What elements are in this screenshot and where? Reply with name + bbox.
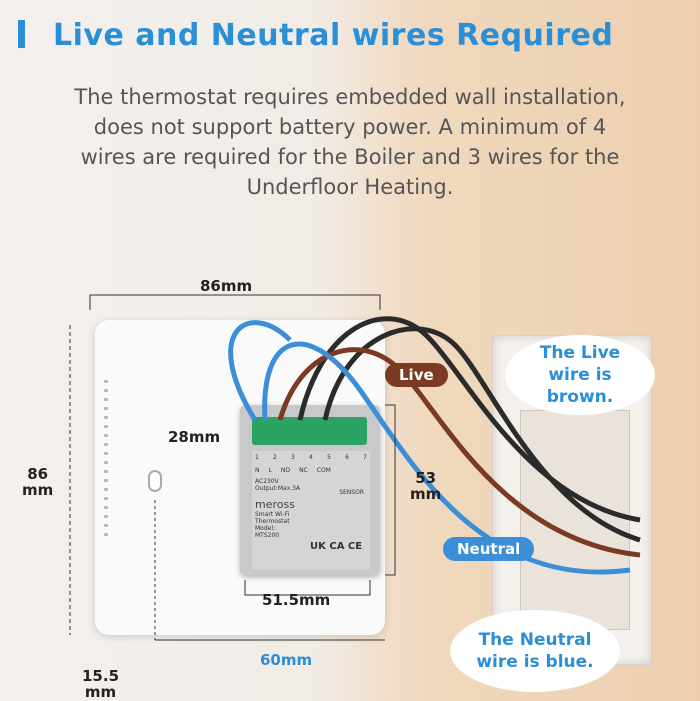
description-line: Underfloor Heating. — [246, 175, 454, 199]
rating-text: AC230V Output:Max.3A — [255, 478, 301, 492]
terminal-block — [252, 417, 367, 445]
module-width-dimension: 51.5mm — [262, 591, 331, 609]
brand-logo: meross — [255, 498, 295, 511]
title-text: Live and Neutral wires Required — [53, 18, 614, 53]
width-dimension: 86mm — [200, 277, 253, 295]
title-bar — [18, 20, 25, 48]
model-text: Model: MTS200 — [255, 525, 280, 539]
dimension-lines — [69, 294, 396, 641]
page-title: Live and Neutral wires Required — [18, 18, 613, 53]
back-width-dimension: 60mm — [260, 651, 313, 669]
description-line: does not support battery power. A minimu… — [93, 115, 607, 139]
blue-wire — [228, 320, 292, 422]
certification-marks: UK CA CE — [310, 541, 363, 552]
vent-holes — [104, 380, 108, 540]
live-wire-bubble: The Live wire is brown. — [505, 335, 655, 415]
description-line: The thermostat requires embedded wall in… — [74, 85, 626, 109]
live-tag: Live — [385, 363, 448, 387]
description-line: wires are required for the Boiler and 3 … — [80, 145, 620, 169]
product-text: Smart Wi-Fi Thermostat — [255, 511, 290, 525]
description: The thermostat requires embedded wall in… — [0, 82, 700, 202]
neutral-tag: Neutral — [443, 537, 535, 561]
neutral-wire-bubble: The Neutral wire is blue. — [450, 610, 620, 692]
sensor-text: SENSOR — [339, 489, 364, 496]
mounting-slot — [148, 470, 162, 492]
module-depth-dimension: 28mm — [168, 428, 221, 446]
